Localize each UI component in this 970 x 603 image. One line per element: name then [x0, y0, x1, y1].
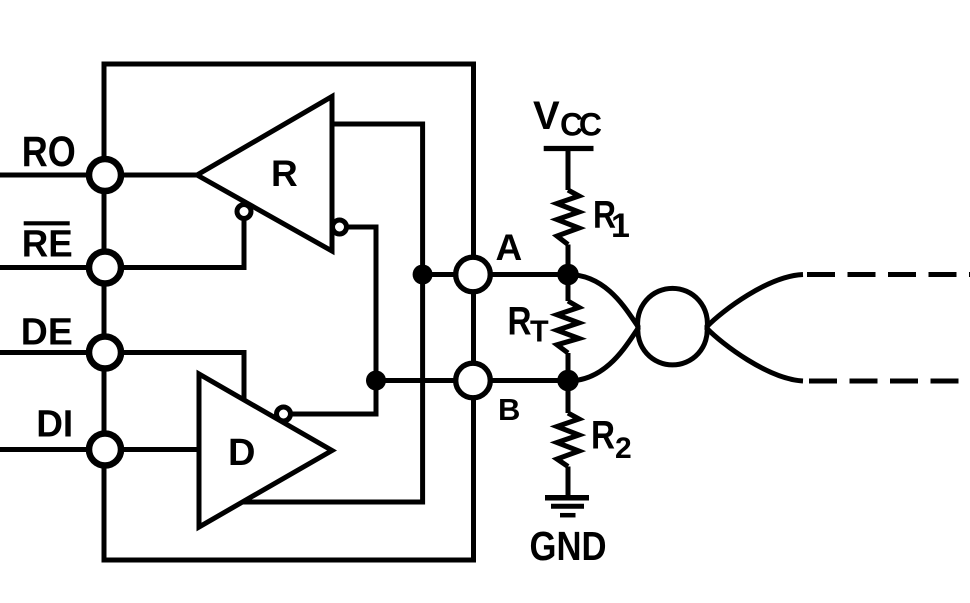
svg-text:R: R — [271, 153, 298, 194]
svg-text:B: B — [498, 392, 520, 427]
svg-text:2: 2 — [615, 432, 632, 465]
svg-text:T: T — [530, 314, 549, 348]
svg-text:1: 1 — [611, 207, 630, 245]
svg-text:RO: RO — [22, 128, 76, 176]
svg-text:GND: GND — [530, 523, 607, 569]
svg-text:RE: RE — [22, 224, 73, 266]
svg-text:R: R — [593, 194, 616, 237]
svg-text:V: V — [533, 94, 560, 138]
svg-text:R: R — [508, 300, 532, 344]
svg-text:CC: CC — [560, 106, 602, 142]
svg-text:DI: DI — [36, 404, 73, 446]
svg-text:D: D — [228, 432, 255, 474]
svg-text:R: R — [591, 414, 615, 458]
svg-text:DE: DE — [21, 312, 73, 354]
svg-text:A: A — [496, 227, 523, 268]
